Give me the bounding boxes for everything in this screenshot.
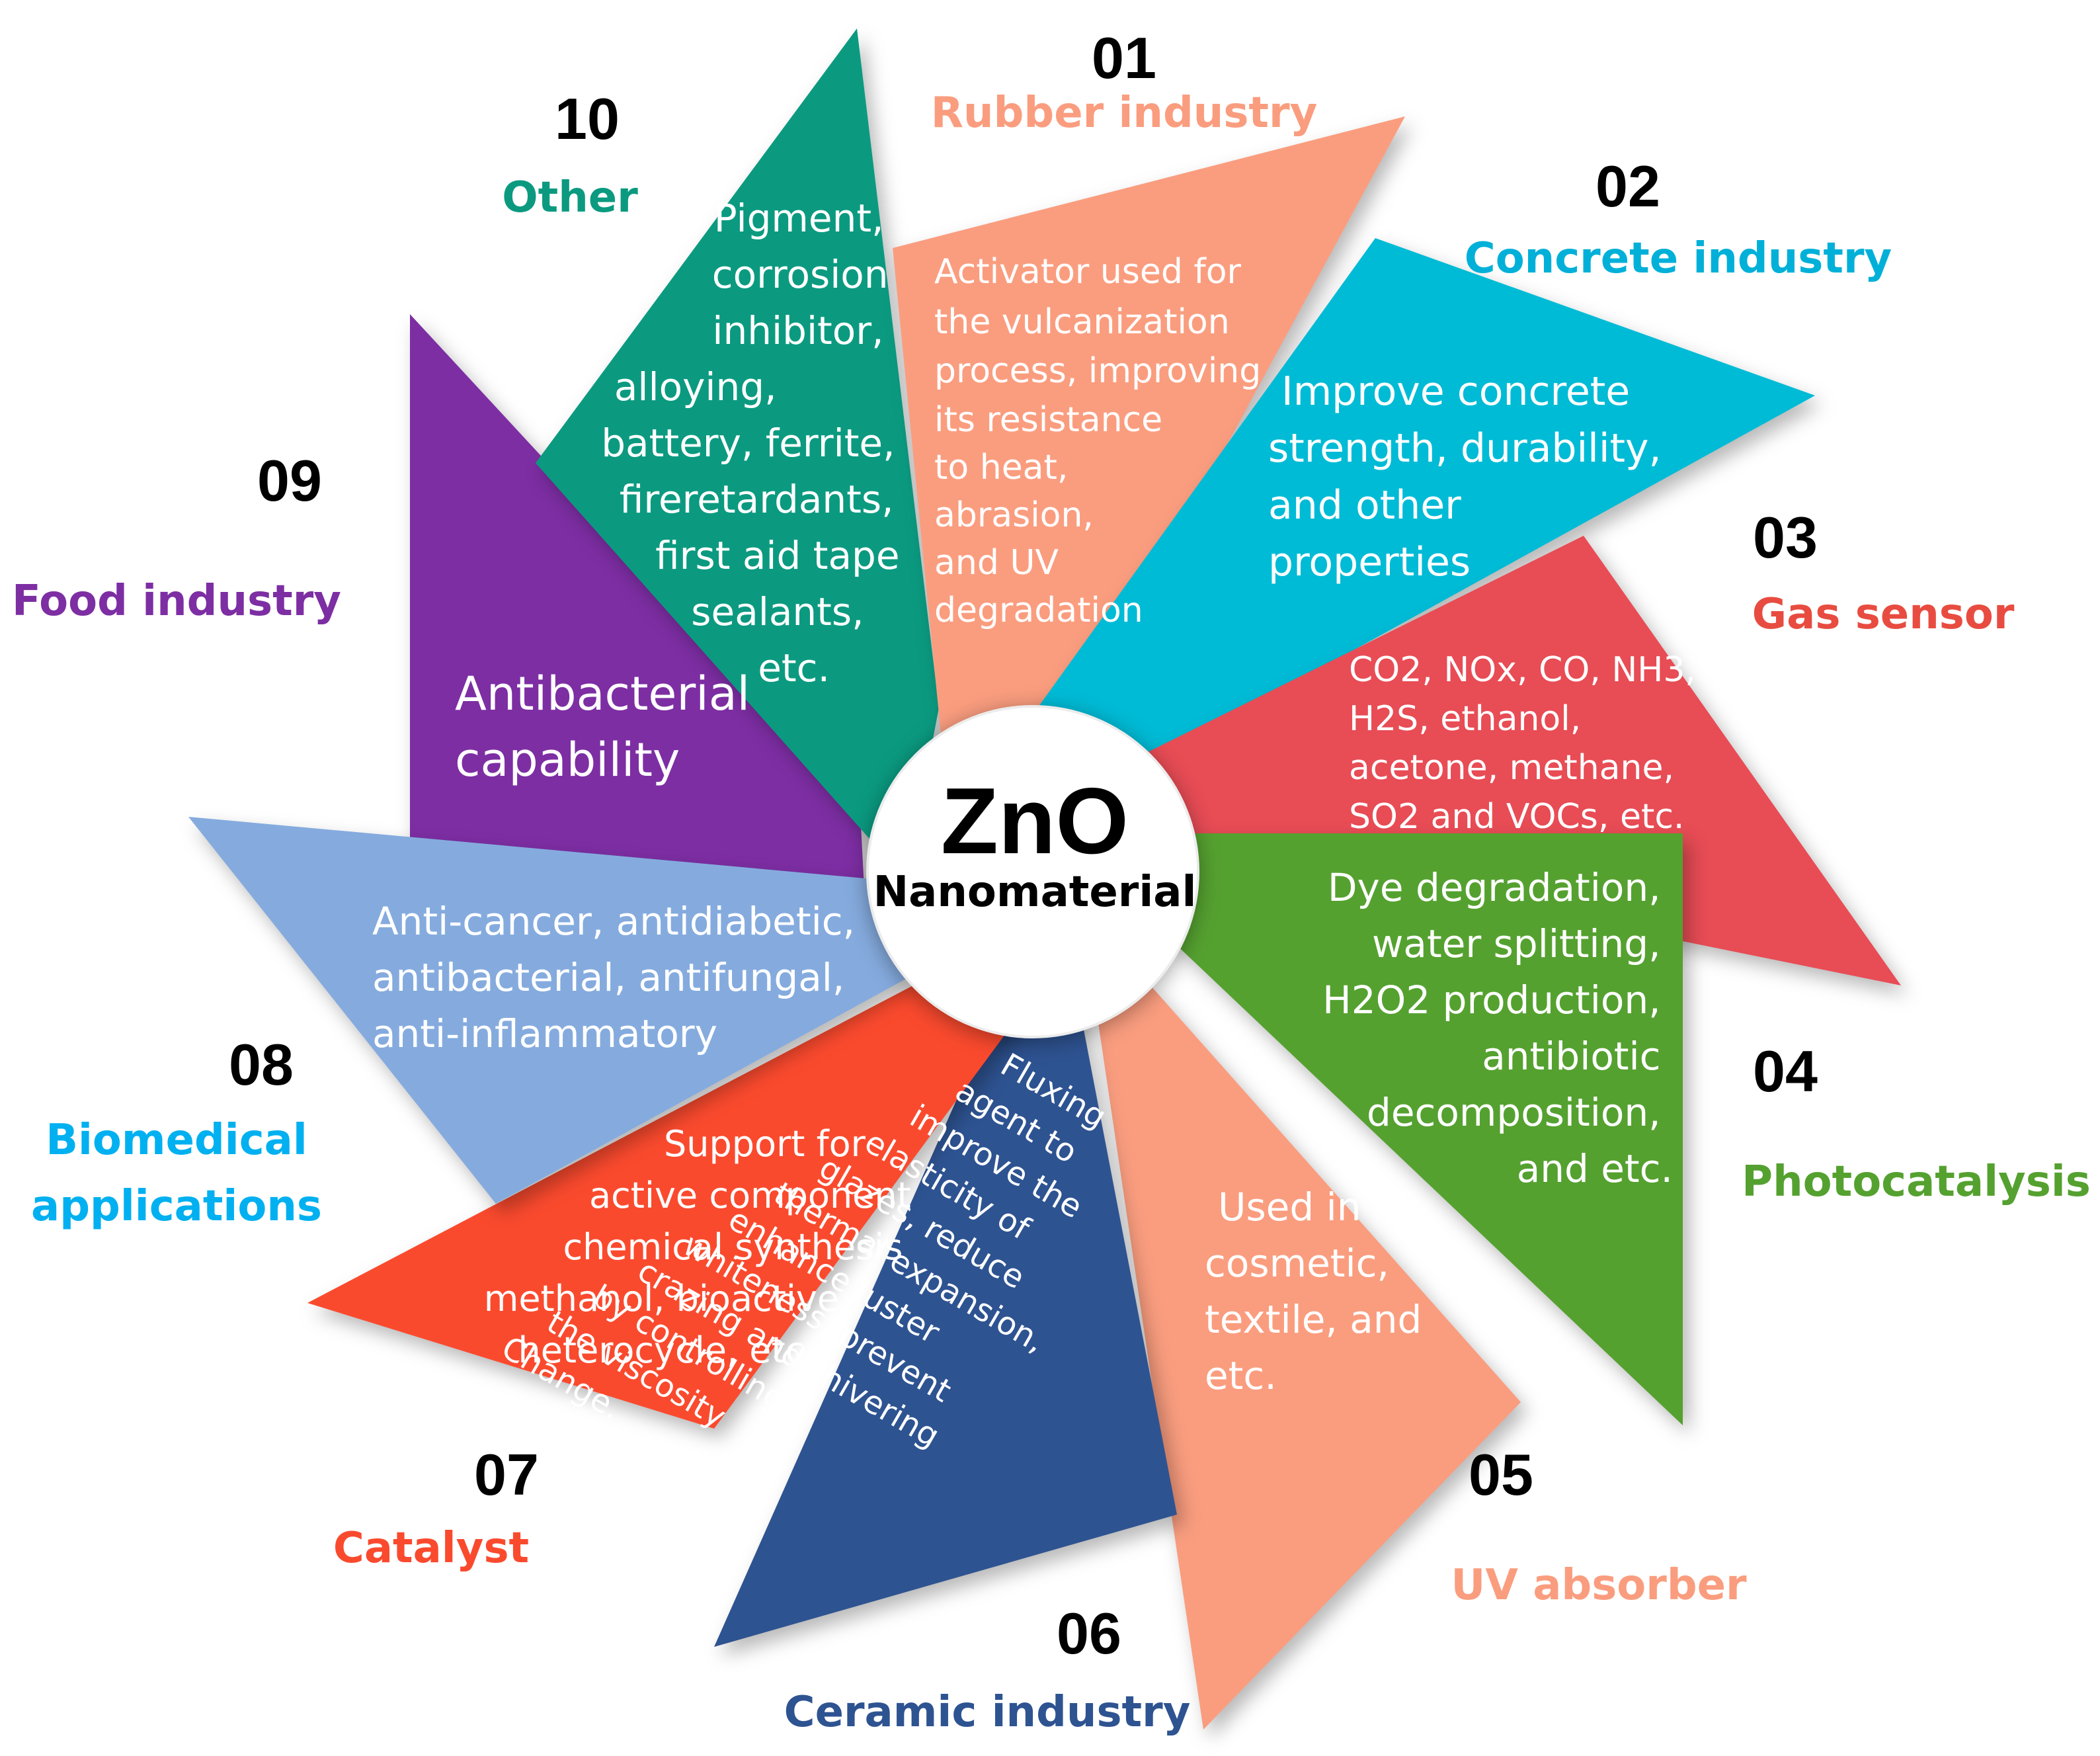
descriptions: Activator used for the vulcanization pro… <box>372 196 1707 1455</box>
item-number-07: 07 <box>474 1442 539 1507</box>
item-number-01: 01 <box>1092 25 1156 91</box>
description-04: Dye degradation, water splitting, H2O2 p… <box>1322 865 1673 1191</box>
description-03: CO2, NOx, CO, NH3, H2S, ethanol, acetone… <box>1349 650 1707 837</box>
blade-08-biomedical <box>188 817 906 1204</box>
description-01: Activator used for the vulcanization pro… <box>934 252 1272 630</box>
description-02: Improve concrete strength, durability, a… <box>1268 368 1674 585</box>
item-label-03: Gas sensor <box>1752 590 2015 639</box>
item-label-04: Photocatalysis <box>1742 1157 2091 1206</box>
item-label-08-line-1: Biomedical <box>46 1116 307 1165</box>
item-label-07: Catalyst <box>333 1524 529 1573</box>
item-numbers: 01 02 03 04 05 06 07 08 09 10 <box>229 25 1818 1666</box>
item-number-08: 08 <box>229 1032 294 1097</box>
item-number-06: 06 <box>1057 1601 1121 1666</box>
blade-10-other <box>536 28 939 880</box>
description-07: Support for active component chemical sy… <box>484 1123 922 1371</box>
blade-09-food-industry <box>410 314 866 926</box>
item-number-09: 09 <box>257 448 322 513</box>
description-10: Pigment, corrosion inhibitor, alloying, … <box>601 196 912 690</box>
item-label-08-line-2: applications <box>31 1182 322 1231</box>
blade-04-photocatalysis <box>1170 833 1683 1425</box>
item-labels: Rubber industry Concrete industry Gas se… <box>12 89 2091 1737</box>
blade-05-uv-absorber <box>1098 985 1521 1730</box>
item-number-05: 05 <box>1469 1442 1533 1507</box>
center-title: ZnO <box>941 769 1129 874</box>
blade-01-rubber-industry <box>893 116 1405 780</box>
item-label-10: Other <box>502 173 638 222</box>
center-circle <box>866 705 1199 1038</box>
item-number-10: 10 <box>555 86 620 151</box>
item-number-04: 04 <box>1753 1038 1818 1104</box>
item-label-02: Concrete industry <box>1465 234 1892 283</box>
item-label-09: Food industry <box>12 577 341 626</box>
center-subtitle: Nanomaterial <box>873 868 1197 917</box>
description-05: Used in cosmetic, textile, and etc. <box>1205 1185 1434 1398</box>
blade-06-ceramic-industry <box>714 999 1177 1647</box>
description-09: Antibacterial capability <box>455 667 764 787</box>
item-number-03: 03 <box>1753 505 1818 570</box>
blade-02-concrete-industry <box>1028 238 1815 780</box>
item-label-06: Ceramic industry <box>784 1688 1191 1737</box>
description-08: Anti-cancer, antidiabetic, antibacterial… <box>372 899 867 1056</box>
blade-03-gas-sensor <box>1144 536 1901 985</box>
item-label-01: Rubber industry <box>931 89 1318 138</box>
item-number-02: 02 <box>1595 153 1660 219</box>
item-label-05: UV absorber <box>1451 1561 1747 1610</box>
center-hub: ZnO Nanomaterial <box>866 705 1199 1038</box>
blade-07-catalyst <box>307 979 1031 1429</box>
blades <box>188 28 1901 1730</box>
